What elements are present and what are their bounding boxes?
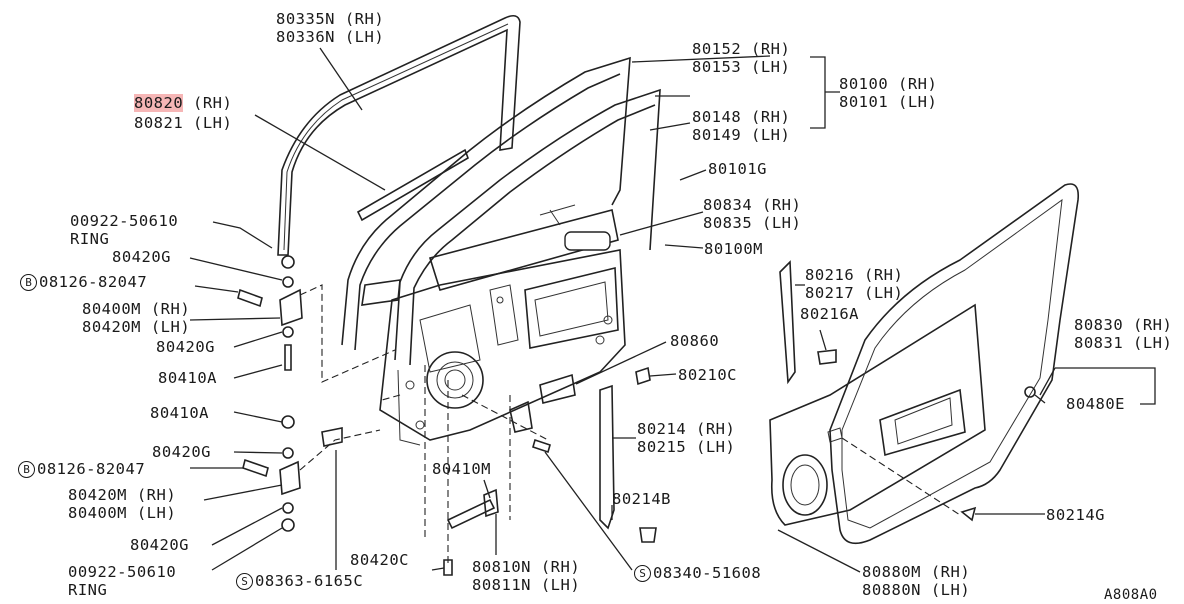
- label-80210c: 80210C: [678, 366, 737, 384]
- label-80420g-2: 80420G: [156, 338, 215, 356]
- diagram-reference-code: A808A0: [1104, 587, 1158, 603]
- label-80420g-1: 80420G: [112, 248, 171, 266]
- label-80216a: 80216A: [800, 305, 859, 323]
- label-80420m: 80420M (RH) 80400M (LH): [68, 486, 177, 522]
- label-08126-upper-text: 08126-82047: [39, 273, 148, 291]
- handle-bracket: [539, 373, 576, 404]
- bolt-symbol-icon: B: [18, 461, 35, 478]
- label-80148: 80148 (RH) 80149 (LH): [692, 108, 791, 144]
- label-80100: 80100 (RH) 80101 (LH): [839, 75, 938, 111]
- label-80100m: 80100M: [704, 240, 763, 258]
- outer-weatherstrip: [356, 148, 469, 222]
- label-80400m: 80400M (RH) 80420M (LH): [82, 300, 191, 336]
- label-00922-ring-upper: 00922-50610 RING: [70, 212, 179, 248]
- leader-lines: [189, 47, 1156, 573]
- bolt-symbol-icon: B: [20, 274, 37, 291]
- label-80820-highlight[interactable]: 80820: [134, 94, 184, 112]
- label-80860: 80860: [670, 332, 720, 350]
- label-80880m: 80880M (RH) 80880N (LH): [862, 563, 971, 599]
- label-08340-text: 08340-51608: [653, 564, 762, 582]
- door-inner-panel: [379, 249, 626, 446]
- door-frame: [341, 56, 661, 366]
- label-80480e: 80480E: [1066, 395, 1125, 413]
- label-80420g-3: 80420G: [152, 443, 211, 461]
- label-08126-lower-text: 08126-82047: [37, 460, 146, 478]
- label-80152: 80152 (RH) 80153 (LH): [692, 40, 791, 76]
- label-80214g: 80214G: [1046, 506, 1105, 524]
- label-80214: 80214 (RH) 80215 (LH): [637, 420, 736, 456]
- label-80410m: 80410M: [432, 460, 491, 478]
- screw-symbol-icon: S: [634, 565, 651, 582]
- label-00922-ring-lower: 00922-50610 RING: [68, 563, 177, 599]
- label-80810n: 80810N (RH) 80811N (LH): [472, 558, 581, 594]
- window-run-channel: [277, 14, 521, 256]
- label-80834: 80834 (RH) 80835 (LH): [703, 196, 802, 232]
- label-80820: 80820 (RH): [134, 94, 232, 112]
- label-80410a-2: 80410A: [150, 404, 209, 422]
- label-80410a-1: 80410A: [158, 369, 217, 387]
- label-80821: 80821 (LH): [134, 114, 233, 132]
- label-80101g: 80101G: [708, 160, 767, 178]
- label-08363-text: 08363-6165C: [255, 572, 364, 590]
- screw-symbol-icon: S: [236, 573, 253, 590]
- door-check-link: [443, 488, 499, 576]
- label-80820-rh: (RH): [193, 94, 233, 112]
- upper-hinge: [237, 255, 303, 371]
- label-80830: 80830 (RH) 80831 (LH): [1074, 316, 1173, 352]
- sash-channel: [599, 366, 657, 543]
- label-80335n: 80335N (RH) 80336N (LH): [276, 10, 385, 46]
- label-80420c: 80420C: [350, 551, 409, 569]
- label-80216: 80216 (RH) 80217 (LH): [805, 266, 904, 302]
- door-weatherstrip: [829, 183, 1080, 545]
- door-trim-panel: [769, 303, 986, 526]
- label-80420g-4: 80420G: [130, 536, 189, 554]
- label-80214b: 80214B: [612, 490, 671, 508]
- lower-hinge: [242, 415, 343, 532]
- rear-channel: [779, 260, 837, 385]
- assembly-lines: [299, 284, 961, 565]
- bolt-08340: [509, 400, 551, 454]
